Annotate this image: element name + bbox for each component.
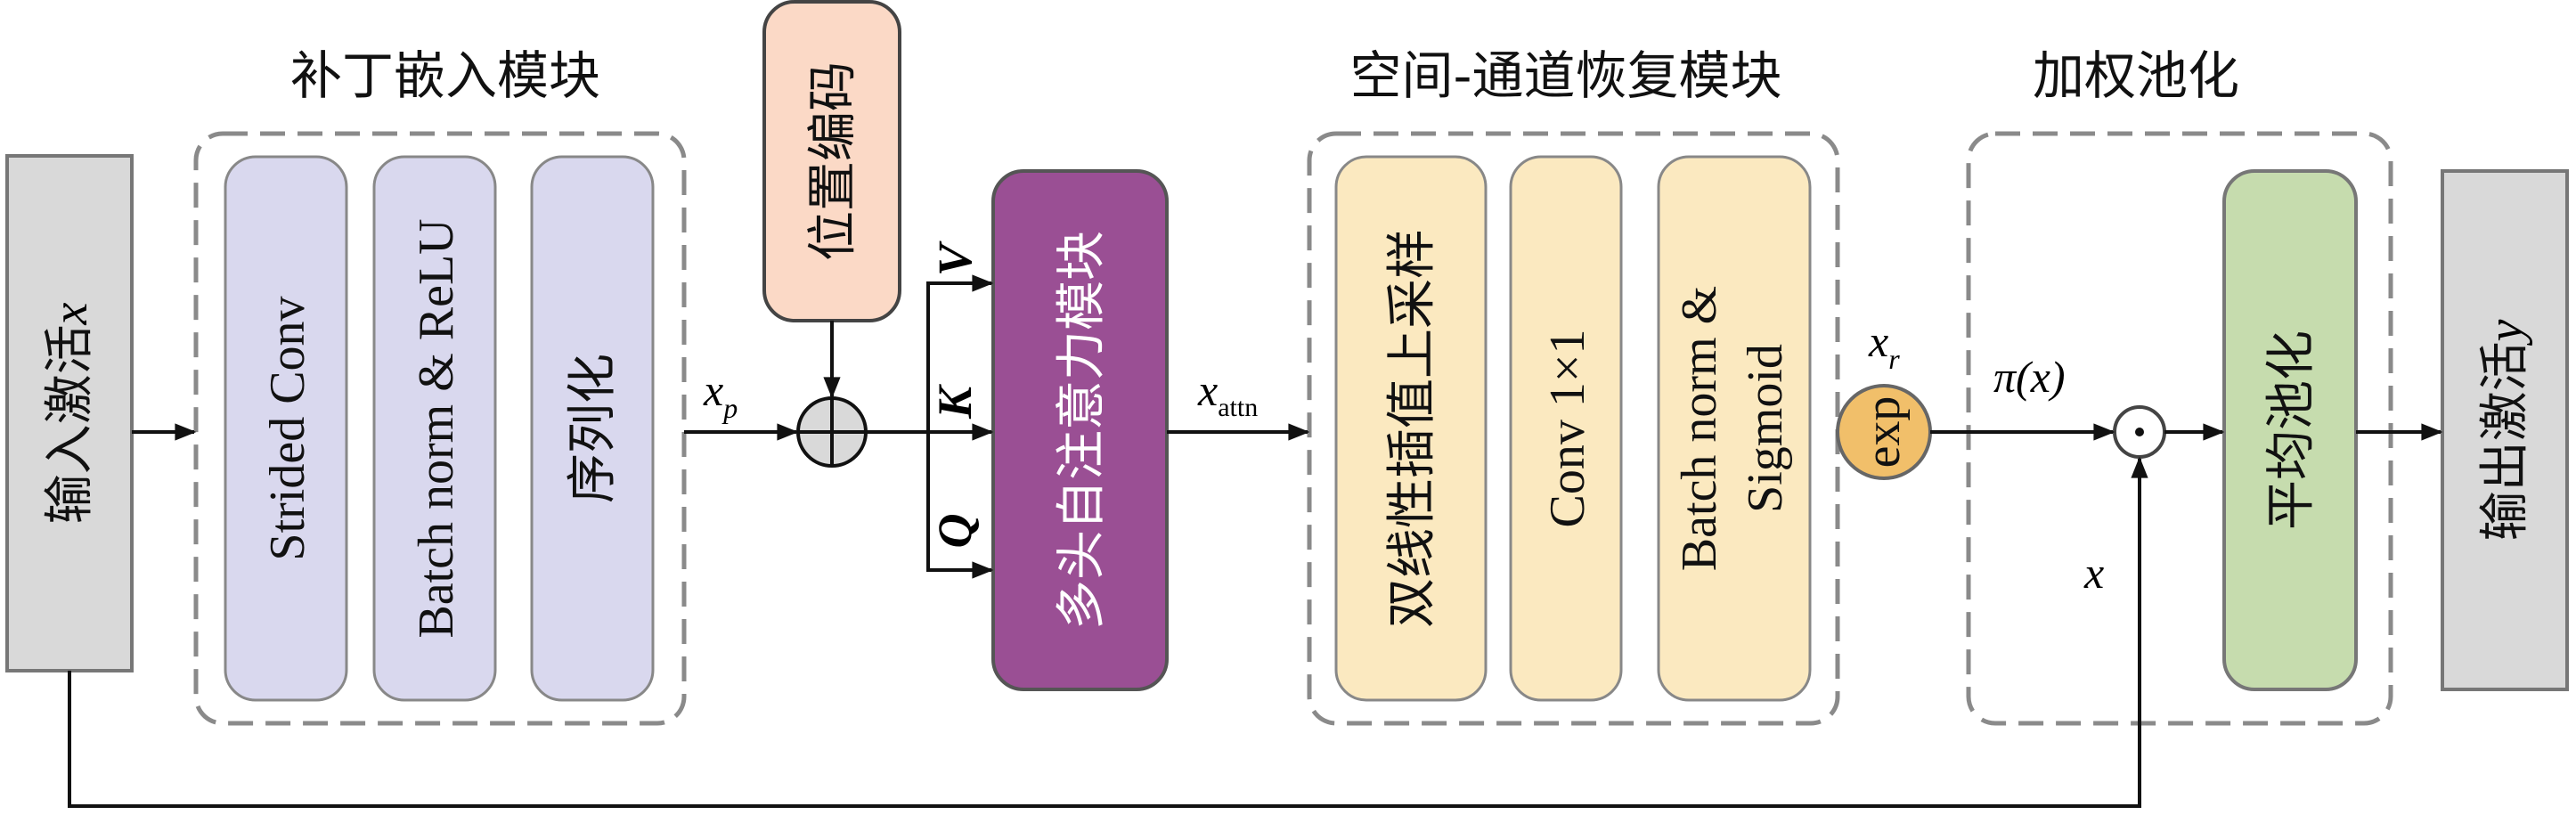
conv1x1-label: Conv 1×1 xyxy=(1540,330,1595,528)
arrow-q-to-mhsa xyxy=(926,432,994,579)
patch-embed-title: 补丁嵌入模块 xyxy=(290,45,600,106)
exp-node: exp xyxy=(1836,384,1932,480)
svg-text:xr: xr xyxy=(1868,316,1900,375)
input-activation-var: x xyxy=(43,302,98,325)
arrow-skip-to-multiply xyxy=(68,456,2148,808)
k-label: K xyxy=(928,383,982,420)
strided-conv-label: Strided Conv xyxy=(260,296,315,560)
v-label: V xyxy=(928,240,982,276)
xp-base: x xyxy=(703,365,723,415)
average-pool-box: 平均池化 xyxy=(2222,169,2358,691)
strided-conv-box: Strided Conv xyxy=(224,155,348,702)
input-activation-label: 输入激活 xyxy=(43,324,98,524)
output-activation-var: y xyxy=(2478,319,2533,346)
x-skip-label: x xyxy=(2083,548,2104,598)
xattn-sub: attn xyxy=(1218,393,1258,422)
svg-text:xattn: xattn xyxy=(1197,365,1258,422)
positional-encoding-label: 位置编码 xyxy=(806,61,861,261)
svg-text:输出激活y: 输出激活y xyxy=(2478,319,2533,541)
output-activation-label: 输出激活 xyxy=(2478,341,2533,541)
svg-text:xp: xp xyxy=(703,365,738,424)
exp-label: exp xyxy=(1855,396,1911,469)
q-label: Q xyxy=(928,514,982,549)
xattn-base: x xyxy=(1197,365,1218,415)
average-pool-label: 平均池化 xyxy=(2264,330,2319,530)
output-activation-block: 输出激活y xyxy=(2441,169,2569,691)
multiply-node-icon xyxy=(2113,405,2166,459)
batchnorm-sigmoid-box: Batch norm & Sigmoid xyxy=(1657,155,1812,702)
bilinear-upsample-box: 双线性插值上采样 xyxy=(1334,155,1488,702)
spatial-channel-title: 空间-通道恢复模块 xyxy=(1350,45,1782,106)
batchnorm-sigmoid-label-2: Sigmoid xyxy=(1738,344,1793,513)
weighted-pool-group-frame xyxy=(1966,131,2393,726)
batchnorm-relu-label: Batch norm & ReLU xyxy=(409,218,464,638)
add-node-icon xyxy=(796,396,868,468)
positional-encoding-box: 位置编码 xyxy=(762,0,901,322)
xp-sub: p xyxy=(721,392,738,424)
mhsa-box: 多头自注意力模块 xyxy=(991,169,1169,691)
arrow-v-to-mhsa xyxy=(926,274,994,432)
weighted-pool-title: 加权池化 xyxy=(2033,45,2239,106)
serialize-label: 序列化 xyxy=(566,354,621,503)
mhsa-label: 多头自注意力模块 xyxy=(1055,231,1110,630)
input-activation-block: 输入激活x xyxy=(5,154,134,672)
conv1x1-box: Conv 1×1 xyxy=(1509,155,1623,702)
xr-sub: r xyxy=(1888,343,1900,375)
batchnorm-relu-box: Batch norm & ReLU xyxy=(372,155,497,702)
batchnorm-sigmoid-label-1: Batch norm & xyxy=(1672,286,1727,571)
serialize-box: 序列化 xyxy=(530,155,655,702)
pi-label: π(x) xyxy=(1993,352,2066,402)
xr-base: x xyxy=(1868,316,1888,366)
bilinear-upsample-label: 双线性插值上采样 xyxy=(1385,229,1440,628)
svg-text:输入激活x: 输入激活x xyxy=(43,302,98,524)
